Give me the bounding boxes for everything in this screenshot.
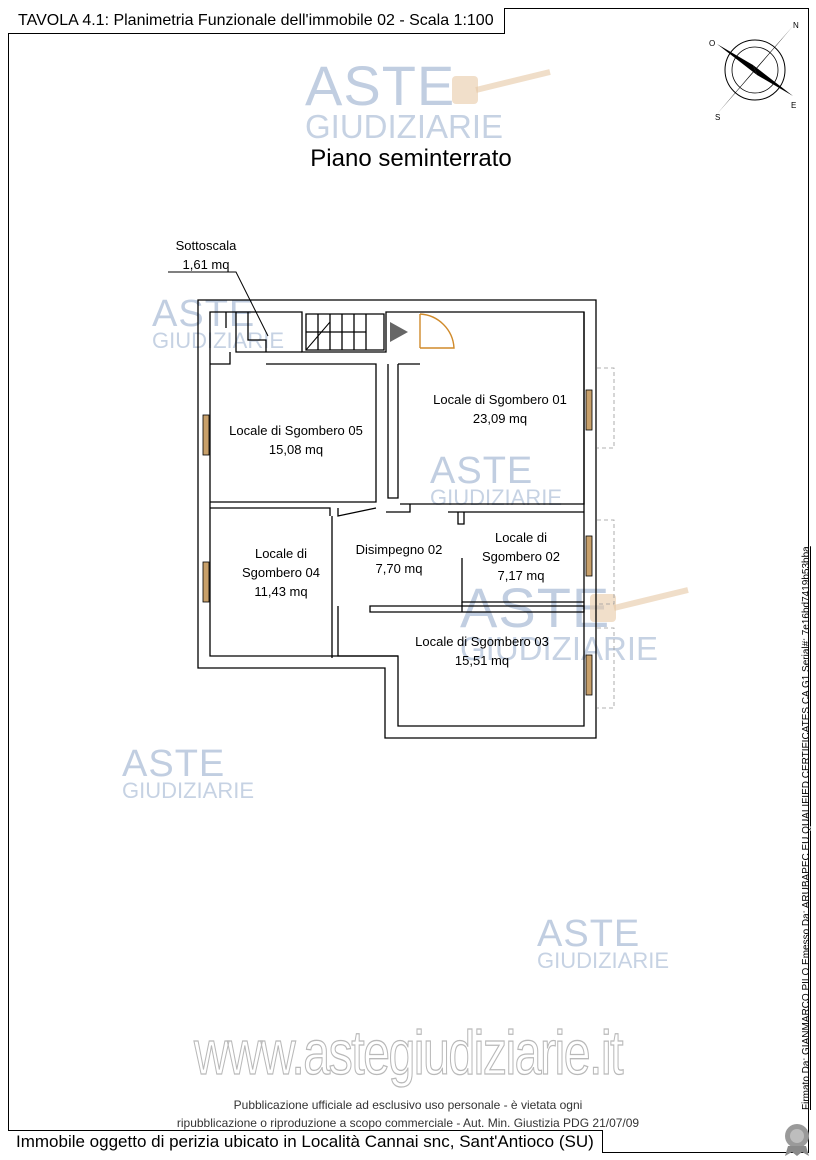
seal-icon [785, 1124, 809, 1156]
svg-text:S: S [715, 113, 720, 120]
watermark-logo: ASTE GIUDIZIARIE [122, 743, 255, 803]
outer-wall [197, 299, 597, 739]
stair-arrow-icon [390, 322, 408, 342]
watermark-logo: ASTE GIUDIZIARIE [430, 450, 563, 510]
plan-title: Piano seminterrato [310, 145, 512, 172]
watermark-logo: ASTE GIUDIZIARIE [152, 293, 285, 353]
window [585, 654, 593, 696]
stair-box [235, 312, 302, 353]
room-label-sgombero-04: Locale di Sgombero 04 11,43 mq [241, 546, 321, 599]
svg-text:N: N [793, 21, 799, 30]
svg-text:E: E [791, 101, 796, 110]
compass-rose-icon: N O E S [709, 21, 799, 120]
property-location: Immobile oggetto di perizia ubicato in L… [8, 1130, 603, 1153]
watermark-logo: ASTE GIUDIZIARIE [537, 913, 670, 973]
stairs [305, 313, 385, 351]
website-watermark: www.astegiudiziarie.it [193, 1018, 624, 1088]
window [202, 414, 210, 456]
room-label-sgombero-03: Locale di Sgombero 03 15,51 mq [415, 634, 549, 668]
legal-notice-line1: Pubblicazione ufficiale ad esclusivo uso… [233, 1098, 583, 1112]
window [202, 561, 210, 603]
door-swing [419, 313, 455, 349]
wall-sgombero-05 [210, 352, 377, 503]
room-label-disimpegno-02: Disimpegno 02 7,70 mq [355, 542, 443, 576]
window [585, 389, 593, 431]
room-label-sgombero-02: Locale di Sgombero 02 7,17 mq [481, 530, 561, 583]
room-label-sgombero-01: Locale di Sgombero 01 23,09 mq [433, 392, 567, 426]
window [585, 535, 593, 577]
digital-signature: Firmato Da: GIANMARCO PILO Emesso Da: AR… [801, 546, 812, 1110]
watermark-logo: ASTE GIUDIZIARIE [305, 54, 504, 145]
drawing-title: TAVOLA 4.1: Planimetria Funzionale dell'… [8, 8, 505, 34]
svg-text:O: O [709, 39, 715, 48]
room-label-sgombero-05: Locale di Sgombero 05 15,08 mq [229, 423, 363, 457]
gavel-icon [452, 69, 551, 104]
legal-notice-line2: ripubblicazione o riproduzione a scopo c… [176, 1116, 640, 1130]
wall-sgombero-01 [398, 312, 585, 505]
room-label-sottoscala: Sottoscala 1,61 mq [175, 238, 237, 272]
